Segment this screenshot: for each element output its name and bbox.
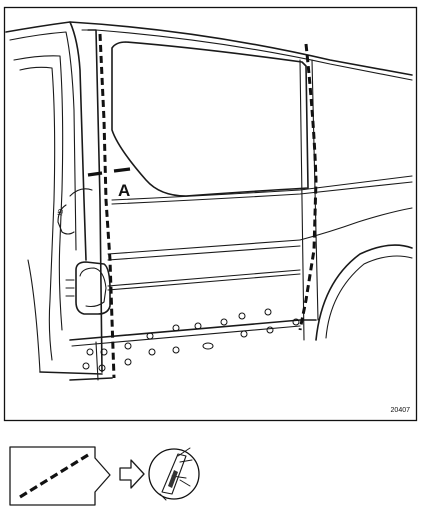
legend-box <box>9 446 111 506</box>
cutting-legend <box>9 446 200 506</box>
cut-lines <box>98 33 318 379</box>
cut-line-rear <box>298 43 318 331</box>
section-marker-a: A <box>87 167 130 200</box>
dashed-cut-line-icon <box>19 453 89 499</box>
reference-number: 20407 <box>391 407 411 414</box>
cutting-tool-icon <box>148 447 200 501</box>
weld-points <box>82 308 300 372</box>
callout-label: A <box>118 181 130 200</box>
pillar-small-label: ID <box>57 208 65 216</box>
arrow-right-icon <box>119 459 145 489</box>
cut-line-front <box>98 33 116 379</box>
diagram-frame <box>3 6 418 422</box>
